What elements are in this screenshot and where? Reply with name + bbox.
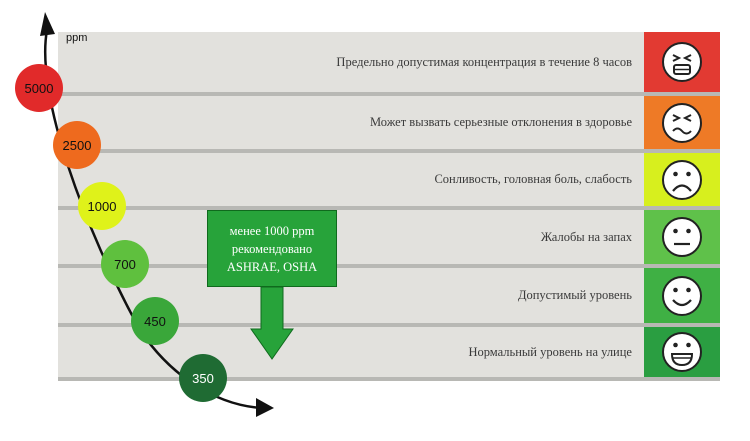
band-level-450: Допустимый уровень (58, 268, 720, 327)
level-circle-700: 700 (101, 240, 149, 288)
level-value: 350 (192, 370, 214, 386)
level-circle-350: 350 (179, 354, 227, 402)
level-circle-1000: 1000 (78, 182, 126, 230)
level-circle-2500: 2500 (53, 121, 101, 169)
callout-line-3: ASHRAE, OSHA (226, 259, 318, 274)
axis-arrow-up-icon (40, 12, 55, 36)
recommendation-callout: менее 1000 ppm рекомендовано ASHRAE, OSH… (207, 210, 337, 287)
face-tile (644, 210, 720, 264)
level-value: 2500 (62, 137, 92, 153)
band-level-2500: Может вызвать серьезные отклонения в здо… (58, 96, 720, 153)
frowning-face-icon (662, 159, 702, 200)
band-label: Сонливость, головная боль, слабость (434, 172, 632, 186)
axis-unit-label: ppm (66, 32, 88, 44)
band-level-700: Жалобы на запах (58, 210, 720, 268)
face-tile (644, 268, 720, 323)
band-label: Допустимый уровень (517, 288, 632, 302)
face-tile (644, 32, 720, 92)
level-value: 5000 (24, 80, 54, 96)
axis-arrow-right-icon (256, 398, 274, 417)
level-value: 700 (114, 256, 136, 272)
level-value: 450 (144, 313, 166, 329)
crying-face-icon (662, 42, 702, 82)
callout-line-2: рекомендовано (231, 241, 313, 256)
band-label: Предельно допустимая концентрация в тече… (336, 54, 632, 69)
face-tile (644, 96, 720, 149)
level-value: 1000 (87, 198, 117, 214)
band-label: Может вызвать серьезные отклонения в здо… (369, 115, 632, 129)
neutral-face-icon (662, 217, 702, 257)
band-level-5000: Предельно допустимая концентрация в тече… (58, 32, 720, 96)
callout-line-1: менее 1000 ppm (229, 223, 315, 238)
level-circle-5000: 5000 (15, 64, 63, 112)
smiling-face-icon (662, 275, 702, 316)
squinting-face-icon (662, 102, 702, 143)
face-tile (644, 153, 720, 206)
face-tile (644, 327, 720, 377)
band-level-1000: Сонливость, головная боль, слабость (58, 153, 720, 210)
grinning-face-icon (662, 332, 702, 372)
level-circle-450: 450 (131, 297, 179, 345)
callout-down-arrow-icon (250, 287, 294, 360)
band-label: Жалобы на запах (540, 229, 632, 244)
band-label: Нормальный уровень на улице (468, 344, 632, 359)
